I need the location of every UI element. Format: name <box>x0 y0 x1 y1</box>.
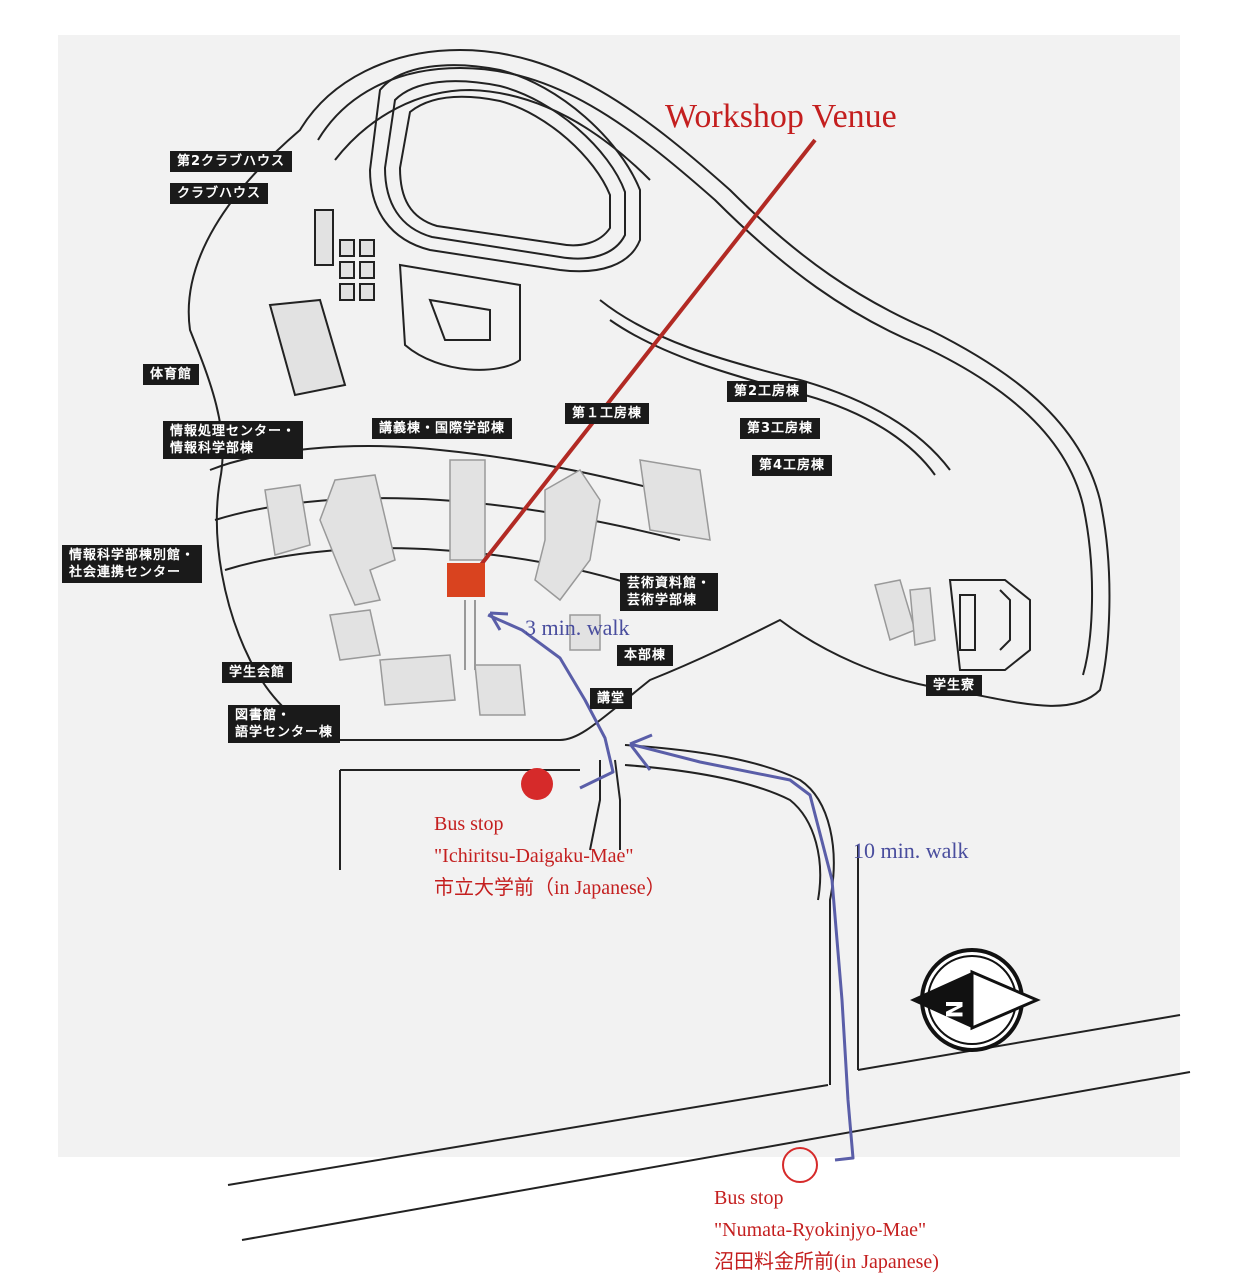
main-avenue <box>464 600 476 670</box>
label-lecture-building: 講義棟・国際学部棟 <box>372 418 513 439</box>
bus-stop-label: Bus stop <box>434 813 504 835</box>
bus-stop-ichiritsu-text: Bus stop "Ichiritsu-Daigaku-Mae" 市立大学前（i… <box>434 808 666 904</box>
route-short-label: 3 min. walk <box>525 615 630 640</box>
label-workshop-4: 第4工房棟 <box>752 455 833 476</box>
label-arts-building: 芸術資料館・芸術学部棟 <box>620 573 719 611</box>
label-library: 図書館・語学センター棟 <box>228 705 341 743</box>
label-workshop-3: 第3工房棟 <box>740 418 821 439</box>
label-club-house-2: 第2クラブハウス <box>170 151 293 172</box>
bus-stop-name: "Ichiritsu-Daigaku-Mae" <box>434 845 634 867</box>
label-gym: 体育館 <box>143 364 200 385</box>
bus-stop-japanese: 市立大学前（in Japanese） <box>434 877 666 899</box>
route-long-label: 10 min. walk <box>853 838 969 863</box>
athletic-field <box>368 64 641 273</box>
bus-stop-numata-marker[interactable] <box>782 1147 818 1183</box>
gym-building <box>268 298 347 397</box>
label-info-center: 情報処理センター・情報科学部棟 <box>163 421 304 459</box>
bus-stop-japanese: 沼田料金所前(in Japanese) <box>714 1251 939 1273</box>
bus-stop-ichiritsu-marker[interactable] <box>521 768 553 800</box>
label-main-building: 本部棟 <box>617 645 674 666</box>
venue-pointer-line <box>478 138 817 568</box>
label-workshop-2: 第2工房棟 <box>727 381 808 402</box>
baseball-field <box>398 263 521 371</box>
label-workshop-1: 第１工房棟 <box>565 403 650 424</box>
label-club-house: クラブハウス <box>170 183 269 204</box>
walking-routes <box>487 611 855 1162</box>
bus-stop-label: Bus stop <box>714 1187 784 1209</box>
label-info-annex: 情報科学部棟別館・社会連携センター <box>62 545 203 583</box>
venue-title: Workshop Venue <box>665 98 897 135</box>
label-dormitory: 学生寮 <box>926 675 983 696</box>
campus-buildings <box>264 459 936 716</box>
external-roads <box>227 744 1191 1241</box>
club-houses <box>314 209 375 301</box>
north-arrow-icon: N <box>910 948 1041 1052</box>
label-auditorium: 講堂 <box>590 688 633 709</box>
campus-roads <box>187 48 1111 741</box>
bus-stop-numata-text: Bus stop "Numata-Ryokinjyo-Mae" 沼田料金所前(i… <box>714 1182 939 1278</box>
label-student-hall: 学生会館 <box>222 662 293 683</box>
venue-marker[interactable] <box>447 563 485 597</box>
compass-letter: N <box>940 1000 965 1018</box>
bus-stop-name: "Numata-Ryokinjyo-Mae" <box>714 1219 927 1241</box>
